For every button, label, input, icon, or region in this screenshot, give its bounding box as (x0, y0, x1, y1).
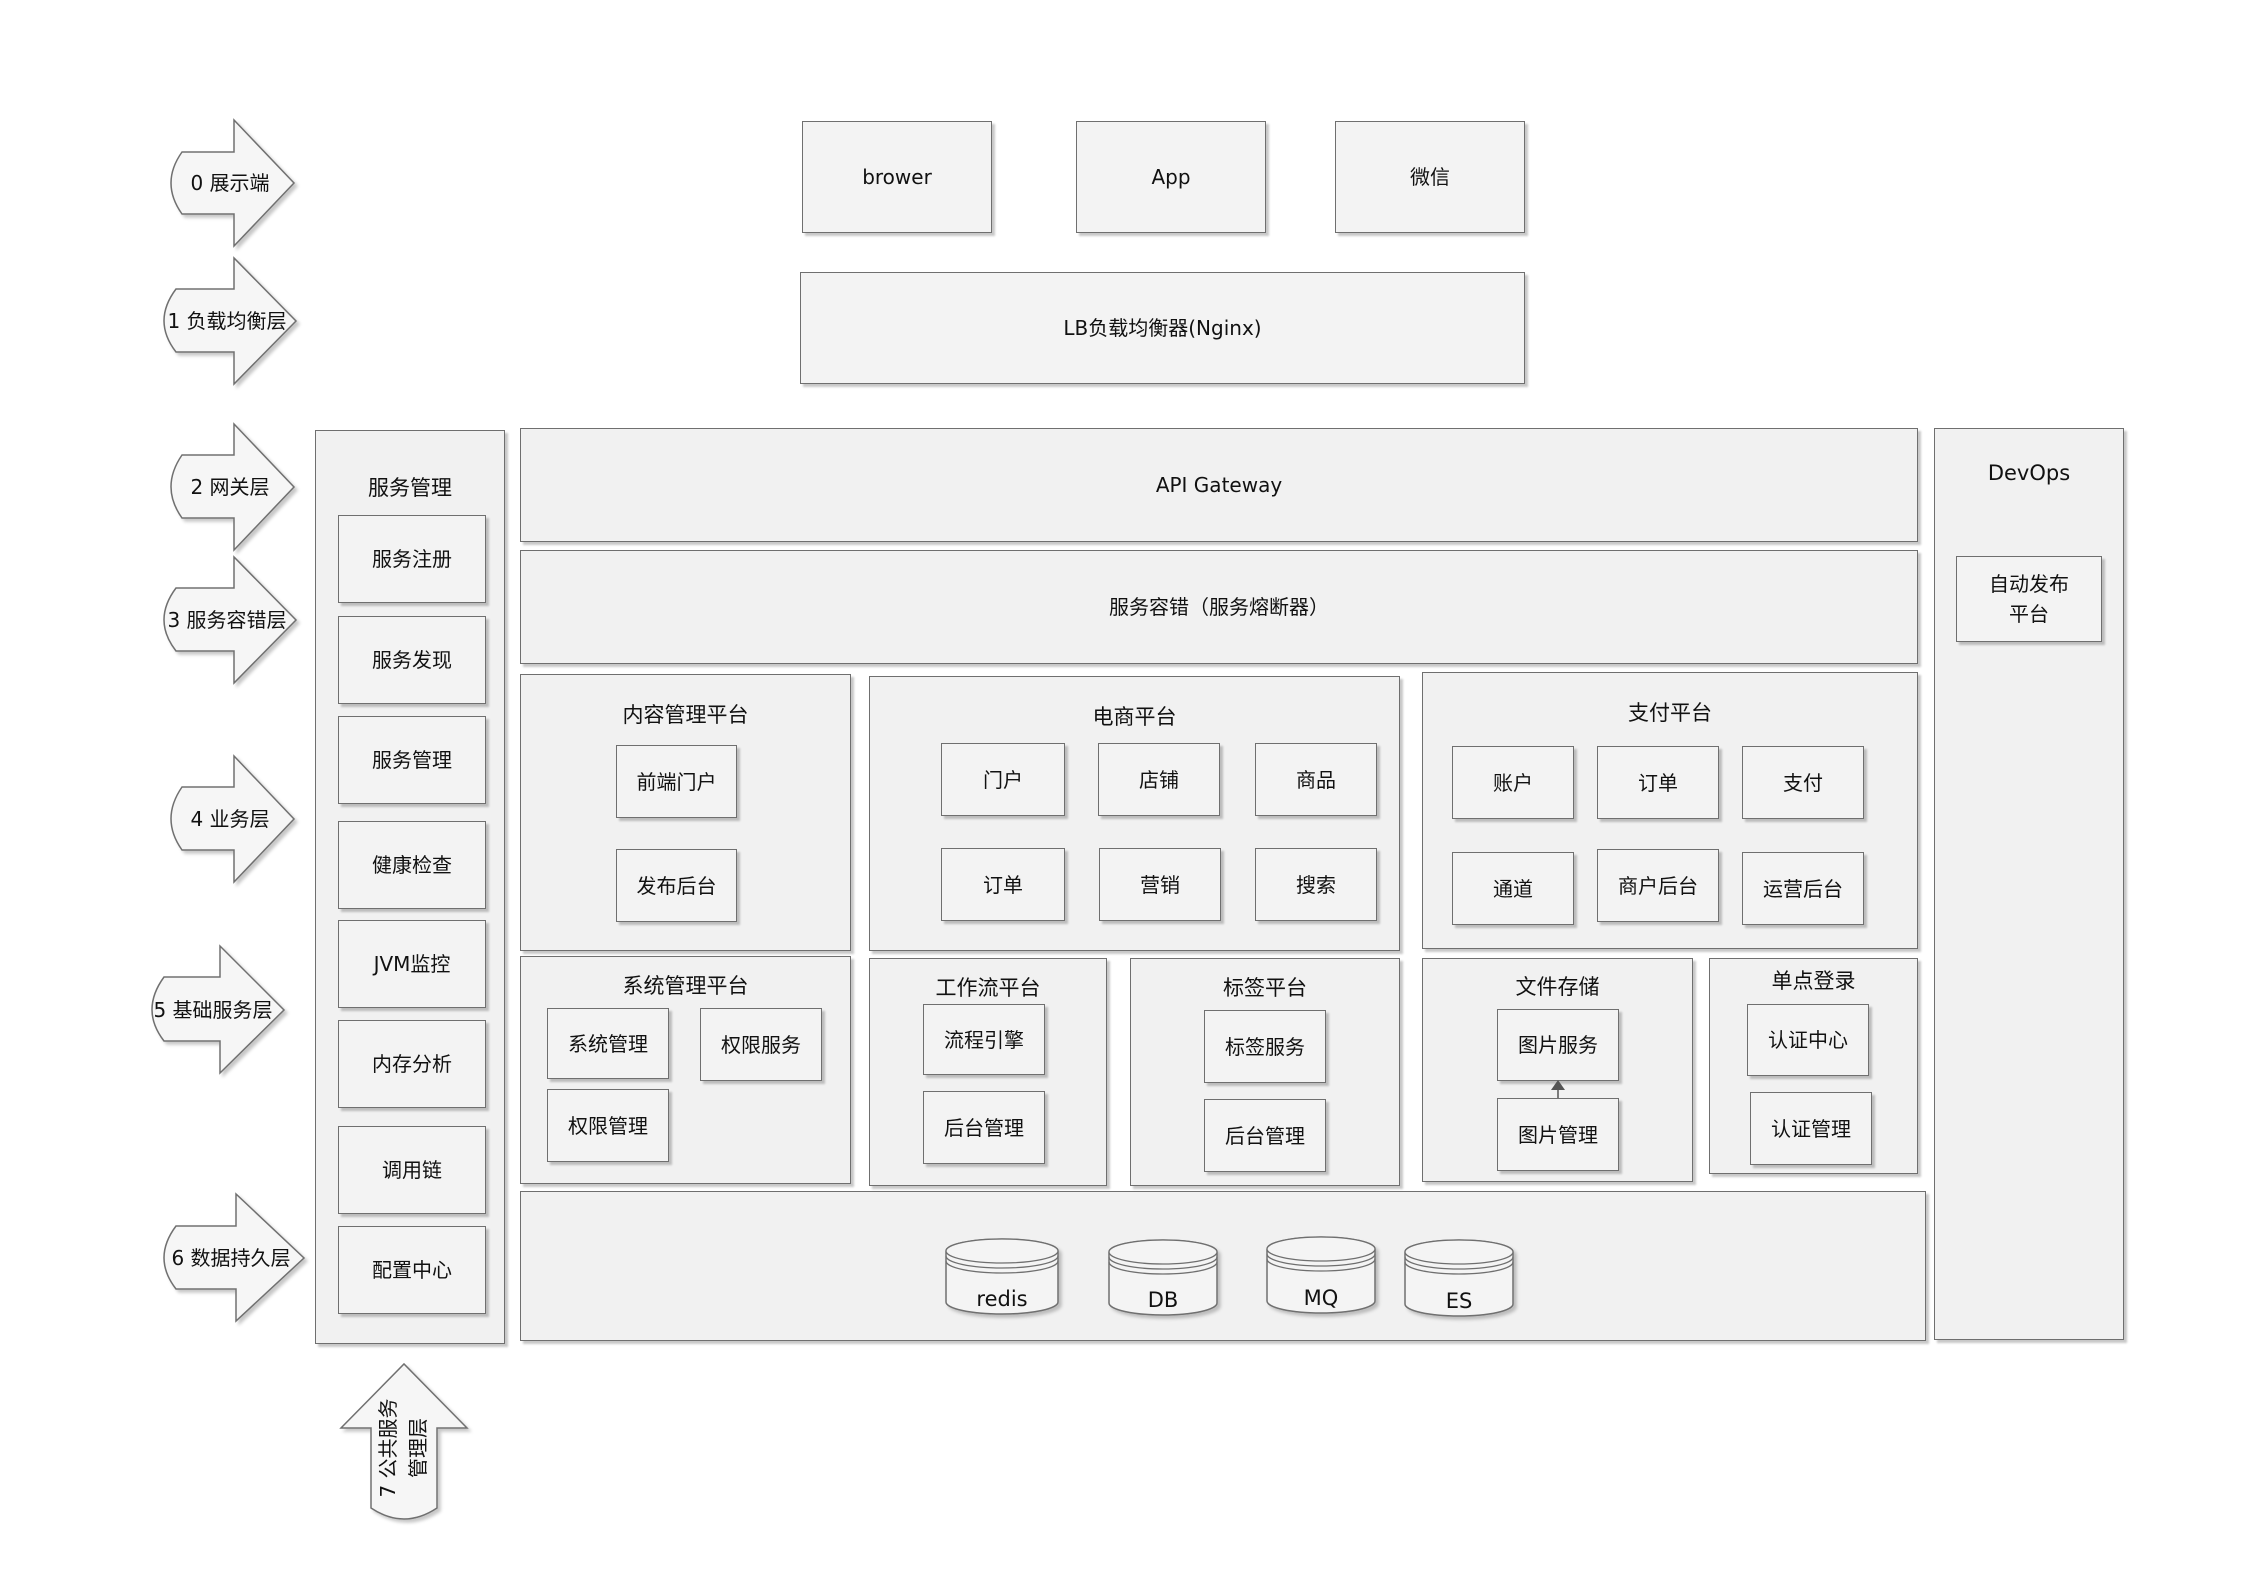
data-persistence-panel (520, 1191, 1926, 1341)
auth-center: 认证中心 (1747, 1004, 1869, 1076)
permission-service: 权限服务 (700, 1008, 822, 1081)
load-balancer: LB负载均衡器(Nginx) (800, 272, 1525, 384)
layer-5-label: 5 基础服务层 (153, 998, 273, 1022)
layer-4-arrow (170, 754, 296, 884)
tag-service: 标签服务 (1204, 1010, 1326, 1083)
client-wechat: 微信 (1335, 121, 1525, 233)
fault-tolerance: 服务容错（服务熔断器） (520, 550, 1918, 664)
ecommerce-order: 订单 (941, 848, 1065, 921)
storage-es: ES (1445, 1289, 1473, 1313)
workflow-backend: 后台管理 (923, 1091, 1045, 1164)
payment-order: 订单 (1597, 746, 1719, 819)
ecommerce-search: 搜索 (1255, 848, 1377, 921)
payment-merchant-backend: 商户后台 (1597, 849, 1719, 922)
jvm-monitor: JVM监控 (338, 920, 486, 1008)
layer-5-arrow (151, 944, 286, 1075)
layer-0-label: 0 展示端 (190, 171, 270, 195)
workflow-engine: 流程引擎 (923, 1004, 1045, 1075)
content-platform-title: 内容管理平台 (622, 703, 749, 727)
client-browser: brower (802, 121, 992, 233)
service-management-title: 服务管理 (368, 476, 452, 500)
ecommerce-shop: 店铺 (1098, 743, 1220, 816)
service-discovery: 服务发现 (338, 616, 486, 704)
layer-1-label: 1 负载均衡层 (167, 309, 287, 333)
tag-platform-title: 标签平台 (1223, 976, 1307, 1000)
ecommerce-marketing: 营销 (1099, 848, 1221, 921)
payment-pay: 支付 (1742, 746, 1864, 819)
layer-4-label: 4 业务层 (190, 807, 270, 831)
service-registry: 服务注册 (338, 515, 486, 603)
devops-title: DevOps (1987, 461, 2071, 485)
health-check: 健康检查 (338, 821, 486, 909)
ecommerce-portal: 门户 (941, 743, 1065, 816)
service-governance: 服务管理 (338, 716, 486, 804)
sso-title: 单点登录 (1771, 969, 1856, 993)
permission-management: 权限管理 (547, 1089, 669, 1162)
file-storage-title: 文件存储 (1515, 975, 1600, 999)
layer-2-label: 2 网关层 (190, 475, 270, 499)
layer-3-label: 3 服务容错层 (167, 608, 287, 632)
auto-release-platform: 自动发布 平台 (1956, 556, 2102, 642)
layer-0-arrow (170, 118, 296, 248)
client-app: App (1076, 121, 1266, 233)
system-management: 系统管理 (547, 1008, 669, 1079)
ecommerce-product: 商品 (1255, 743, 1377, 816)
workflow-platform-title: 工作流平台 (935, 976, 1041, 1000)
config-center: 配置中心 (338, 1226, 486, 1314)
call-chain: 调用链 (338, 1126, 486, 1214)
layer-6-label: 6 数据持久层 (171, 1246, 291, 1270)
payment-operation-backend: 运营后台 (1742, 852, 1864, 925)
auto-release-line2: 平台 (2009, 602, 2049, 626)
storage-db: DB (1147, 1288, 1179, 1312)
storage-mq: MQ (1303, 1286, 1339, 1310)
auto-release-line1: 自动发布 (1989, 572, 2069, 596)
payment-channel: 通道 (1452, 852, 1574, 925)
layer-3-arrow (163, 555, 298, 685)
tag-backend: 后台管理 (1204, 1099, 1326, 1172)
api-gateway: API Gateway (520, 428, 1918, 542)
image-management: 图片管理 (1497, 1098, 1619, 1171)
payment-platform-title: 支付平台 (1628, 701, 1712, 725)
auth-management: 认证管理 (1750, 1092, 1872, 1165)
frontend-portal: 前端门户 (616, 745, 737, 818)
publish-backend: 发布后台 (616, 849, 737, 922)
storage-redis: redis (976, 1287, 1028, 1311)
ecommerce-platform-title: 电商平台 (1092, 705, 1177, 729)
layer-7-arrow (339, 1362, 469, 1520)
layer-6-arrow (163, 1192, 306, 1323)
layer-2-arrow (170, 422, 296, 552)
image-service: 图片服务 (1497, 1009, 1619, 1081)
payment-account: 账户 (1452, 746, 1574, 819)
memory-analysis: 内存分析 (338, 1020, 486, 1108)
layer-1-arrow (163, 256, 298, 386)
system-platform-title: 系统管理平台 (622, 974, 749, 998)
